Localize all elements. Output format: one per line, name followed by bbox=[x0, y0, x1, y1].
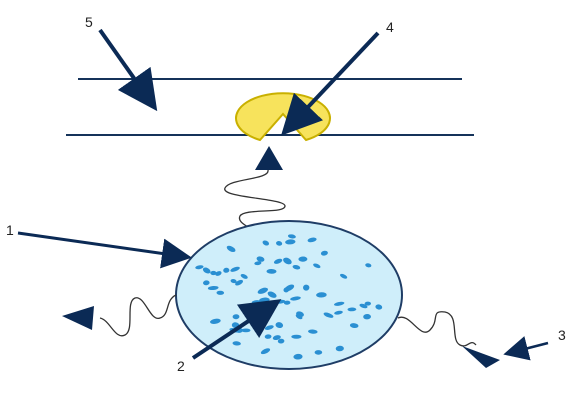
pointer-arrow-5 bbox=[100, 30, 148, 98]
vesicle-dot bbox=[291, 335, 301, 339]
label-2: 2 bbox=[177, 358, 185, 374]
arrow-right-head-icon bbox=[462, 346, 500, 368]
label-1: 1 bbox=[6, 222, 14, 238]
label-5: 5 bbox=[85, 14, 93, 30]
squiggle-left bbox=[100, 295, 176, 336]
arrow-left-head-icon bbox=[62, 306, 94, 330]
squiggle-right bbox=[398, 312, 476, 346]
label-4: 4 bbox=[386, 19, 394, 35]
triangle-up-icon bbox=[255, 146, 283, 170]
vesicle-dot bbox=[315, 350, 323, 355]
label-3: 3 bbox=[558, 327, 566, 343]
pointer-arrow-1 bbox=[18, 233, 180, 256]
pointer-arrow-3 bbox=[513, 343, 548, 352]
